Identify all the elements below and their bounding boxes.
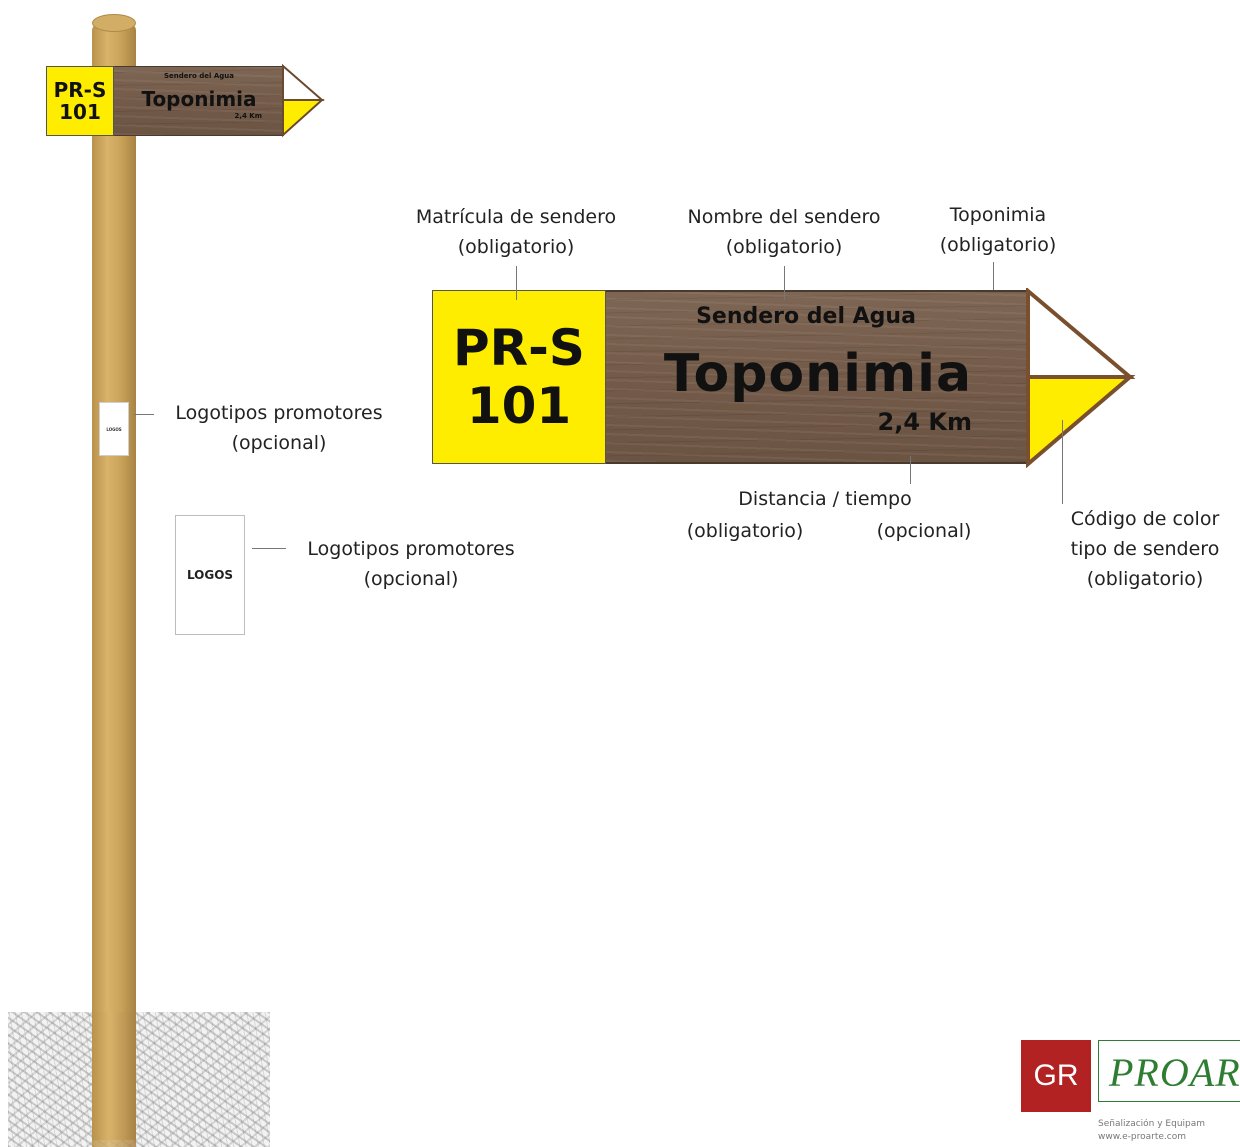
annotation-matricula-line2: (obligatorio) [457,236,575,258]
pole-in-ground [92,1012,136,1147]
trail-name: Sendero del Agua [696,304,916,329]
annotation-distancia: Distancia / tiempo [738,488,912,510]
trail-code-line2: 101 [466,377,572,435]
logo-placeholder-pole: LOGOS [99,402,129,456]
annotation-matricula: Matrícula de sendero (obligatorio) [400,202,632,262]
small-sign-code-line1: PR-S [53,78,107,102]
toponym: Toponimia [663,344,973,404]
small-sign-code: PR-S 101 [46,66,114,136]
brand-subtitle-line2: www.e-proarte.com [1098,1132,1186,1142]
annotation-logos-small-line1: Logotipos promotores [175,402,383,424]
leader-line-toponimia [993,262,994,290]
annotation-nombre-line1: Nombre del sendero [687,206,881,228]
small-sign-board: Sendero del Agua Toponimia 2,4 Km [114,66,284,136]
small-sign-trail-name: Sendero del Agua [164,72,234,80]
leader-line-logos-big [252,548,286,549]
brand-subtitle: Señalización y Equipam www.e-proarte.com [1098,1118,1205,1144]
proart-logo-text: PROART [1109,1050,1240,1095]
trail-code-line1: PR-S [453,319,585,377]
annotation-toponimia: Toponimia (obligatorio) [918,200,1078,260]
gr-logo: GR [1021,1040,1091,1112]
annotation-logos-big: Logotipos promotores (opcional) [288,534,534,594]
leader-line-matricula [516,266,517,300]
annotation-distancia-opcional: (opcional) [876,520,972,542]
annotation-logos-small-line2: (opcional) [231,432,327,454]
small-sign-distance: 2,4 Km [234,112,262,120]
annotation-codigo-color-line1: Código de color [1070,508,1220,530]
brand-subtitle-line1: Señalización y Equipam [1098,1119,1206,1129]
annotation-codigo-color-line3: (obligatorio) [1086,568,1204,590]
leader-line-nombre [784,266,785,300]
leader-line-distancia [910,456,911,484]
annotation-distancia-obligatorio: (obligatorio) [686,520,804,542]
logo-placeholder-detail: LOGOS [175,515,245,635]
trail-sign-arrow-tip [1026,288,1136,468]
annotation-toponimia-line2: (obligatorio) [939,234,1057,256]
annotation-nombre: Nombre del sendero (obligatorio) [668,202,900,262]
annotation-matricula-line1: Matrícula de sendero [415,206,617,228]
small-sign-code-line2: 101 [59,100,101,124]
distance: 2,4 Km [877,408,972,436]
pole-top [92,14,136,32]
sign-pole [92,20,136,1140]
annotation-nombre-line2: (obligatorio) [725,236,843,258]
annotation-codigo-color-line2: tipo de sendero [1070,538,1220,560]
leader-line-codigo-color [1062,420,1063,504]
annotation-logos-big-line1: Logotipos promotores [307,538,515,560]
annotation-logos-big-line2: (opcional) [363,568,459,590]
proart-logo: PROART [1098,1040,1240,1102]
small-sign-toponym: Toponimia [141,87,257,111]
small-sign-arrow-tip [282,64,325,138]
leader-line-logos-small [134,414,154,415]
trail-sign-board: Sendero del Agua Toponimia 2,4 Km [606,290,1030,464]
annotation-toponimia-line1: Toponimia [949,204,1047,226]
annotation-codigo-color: Código de color tipo de sendero (obligat… [1050,504,1240,594]
ground-texture [8,1012,270,1147]
trail-code-panel: PR-S 101 [432,290,606,464]
annotation-logos-small: Logotipos promotores (opcional) [156,398,402,458]
